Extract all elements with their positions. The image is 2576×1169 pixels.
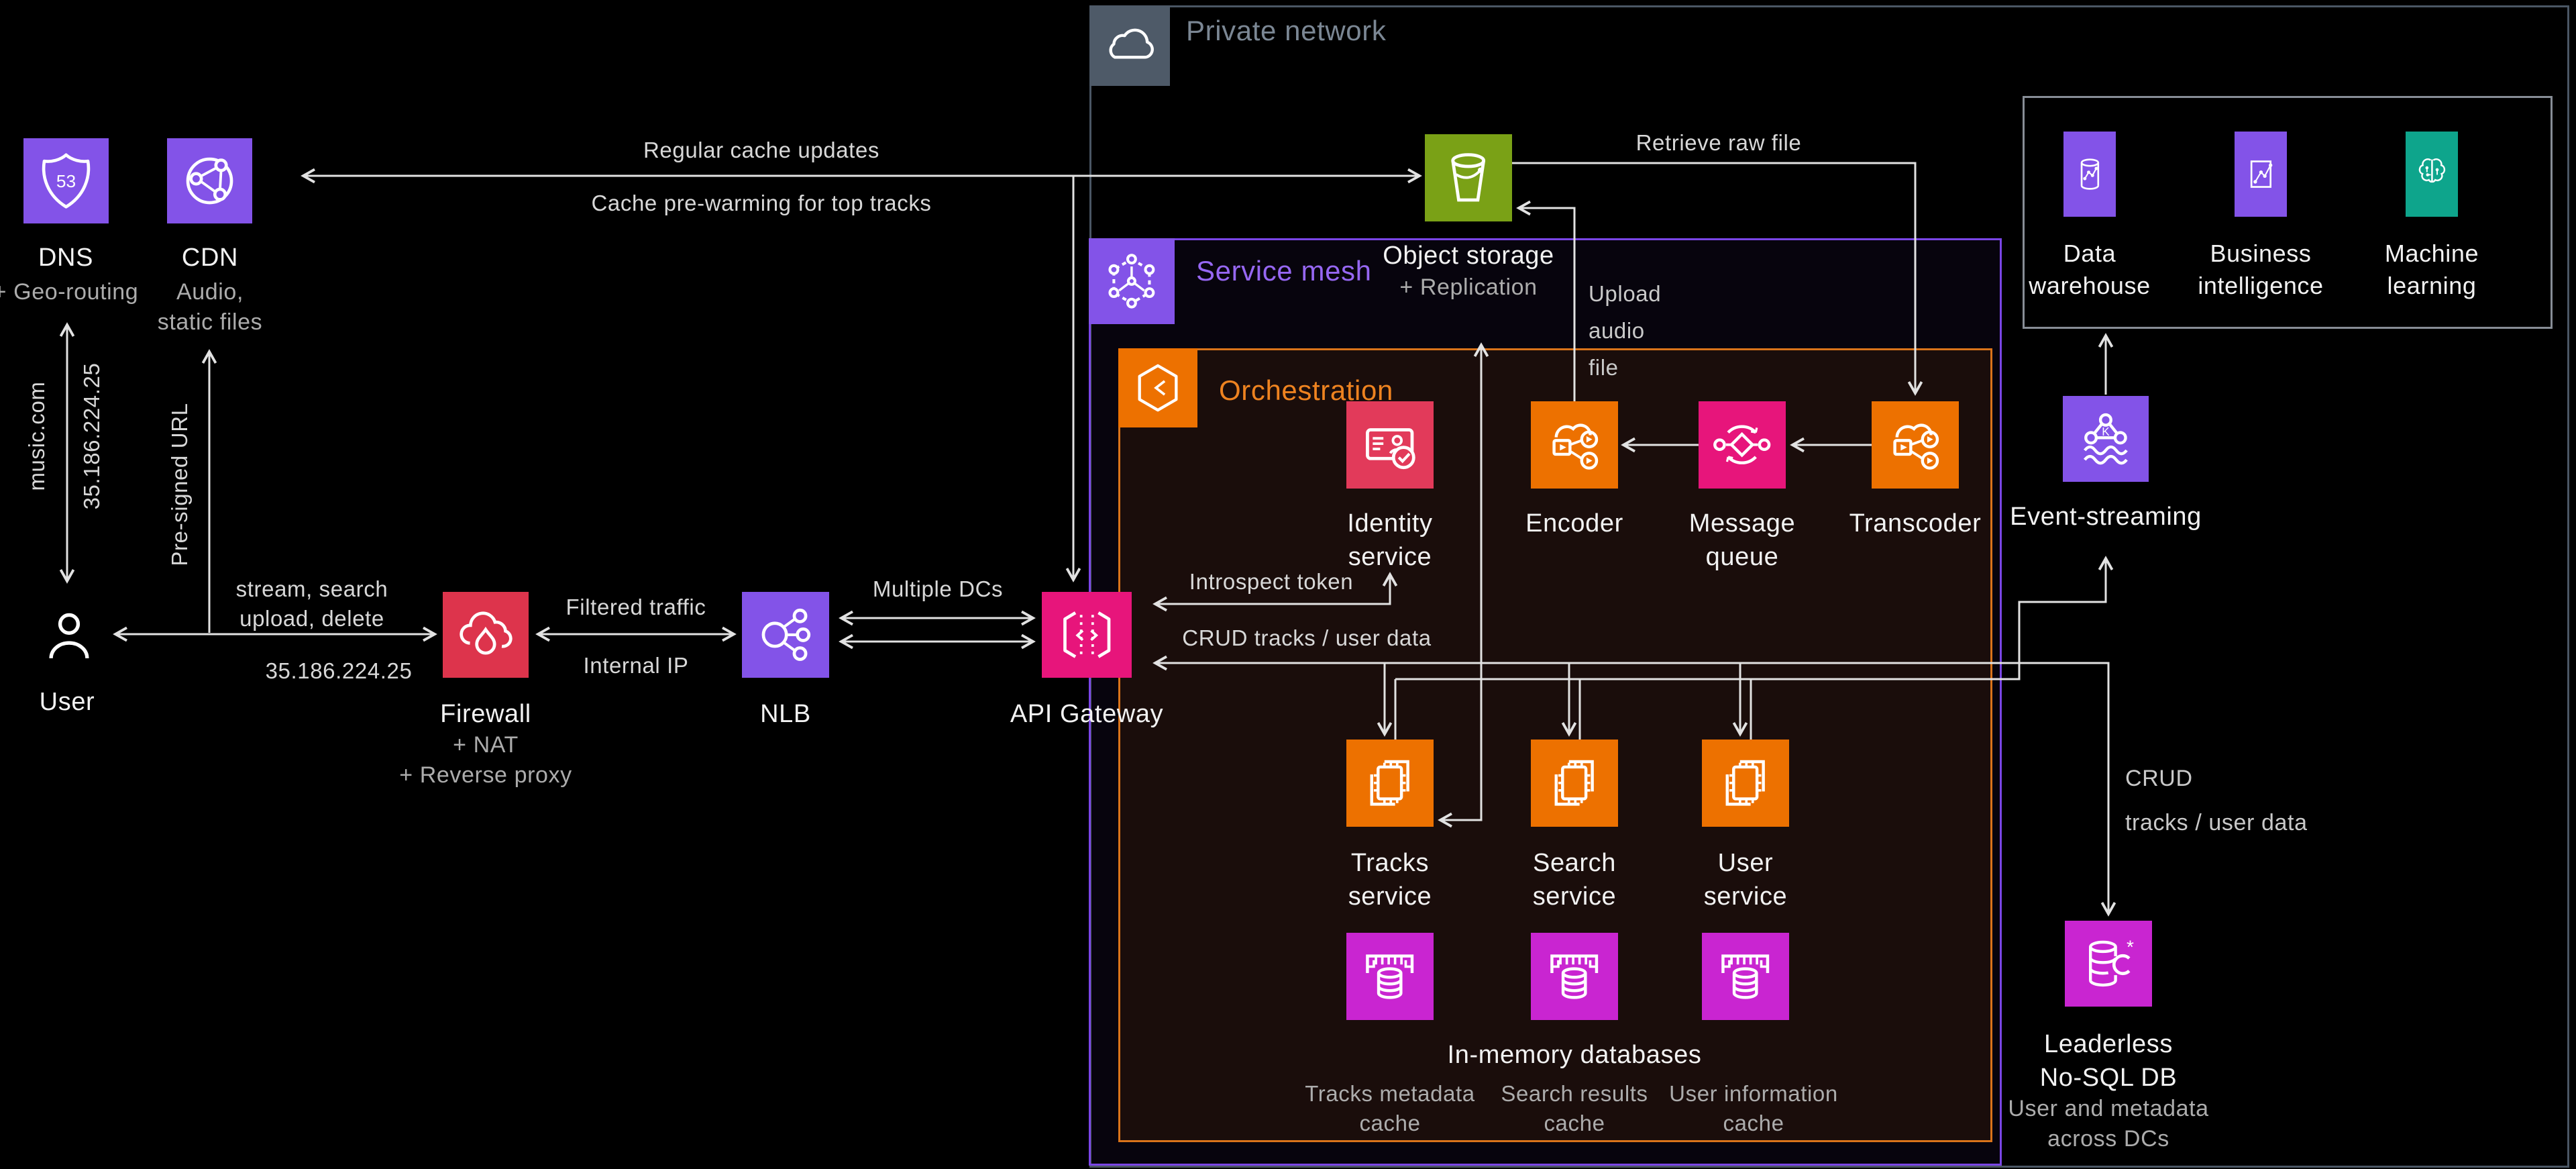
firewall-label: Firewall: [440, 700, 531, 728]
filtered-traffic-label: Filtered traffic: [566, 595, 706, 619]
analytics-group-boundary: [2023, 96, 2553, 329]
svg-text:53: 53: [56, 171, 76, 191]
cdn-sublabel: Audio, static files: [157, 278, 263, 335]
api-gateway-label: API Gateway: [1010, 700, 1164, 728]
ip-horizontal-label: 35.186.224.25: [265, 658, 413, 683]
service-mesh-header: Service mesh: [1196, 254, 1372, 287]
compute-chip-icon: [1346, 740, 1434, 827]
edge-apigw-identity-introspect: [1152, 572, 1398, 612]
transcoder-label: Transcoder: [1849, 509, 1982, 538]
dns-sublabel: + Geo-routing: [0, 278, 139, 305]
leaderless-nosql-db-sublabel: User and metadata across DCs: [2008, 1095, 2209, 1152]
media-encoder-icon: [1872, 401, 1959, 489]
message-queue-label: Message queue: [1688, 509, 1796, 571]
api-gateway-brackets-icon: [1042, 592, 1132, 678]
message-queue-arrows-icon: [1699, 401, 1786, 489]
ip-vertical-label: 35.186.224.25: [79, 362, 104, 510]
regular-cache-updates-label: Regular cache updates: [643, 138, 879, 162]
pre-signed-url-label: Pre-signed URL: [167, 403, 192, 566]
crud-tracks-user-data-label: CRUD tracks / user data: [1182, 625, 1432, 650]
introspect-token-label: Introspect token: [1189, 569, 1354, 594]
orchestration-hexagon-icon: [1118, 348, 1197, 427]
cdn-label: CDN: [181, 244, 239, 272]
edge-services-event-streaming: [1395, 556, 2114, 680]
cloud-icon: [1089, 5, 1170, 86]
db-analytics-cylinder-icon: [2063, 132, 2116, 217]
identity-service-label: Identity service: [1347, 509, 1433, 571]
svg-text:K: K: [2102, 425, 2110, 438]
tracks-cache-caption-label: Tracks metadata cache: [1305, 1081, 1475, 1135]
edge-tracks-bucket-replication: [1438, 342, 1489, 828]
retrieve-raw-file-label: Retrieve raw file: [1635, 130, 1802, 155]
tracks-service-label: Tracks service: [1348, 849, 1432, 911]
storage-bucket-icon: [1425, 134, 1512, 221]
memory-cache-db-icon: [1702, 933, 1789, 1020]
leaderless-nosql-db-label: Leaderless No-SQL DB: [2039, 1030, 2178, 1092]
media-encoder-icon: [1531, 401, 1618, 489]
user-service-label: User service: [1703, 849, 1788, 911]
multiple-dcs-label: Multiple DCs: [872, 576, 1004, 601]
search-service-label: Search service: [1532, 849, 1617, 911]
person-icon: [40, 594, 98, 681]
nlb-label: NLB: [760, 700, 811, 728]
firewall-cloud-flame-icon: [443, 592, 529, 678]
service-mesh-hex-icon: [1089, 238, 1175, 324]
dns-label: DNS: [38, 244, 94, 272]
user-label: User: [39, 688, 95, 716]
compute-chip-icon: [1531, 740, 1618, 827]
data-warehouse-label: Data warehouse: [2029, 240, 2151, 299]
event-streaming-label: Event-streaming: [2010, 503, 2202, 531]
upload-audio-file-label: Upload audio file: [1589, 281, 1662, 380]
music-com-label: music.com: [24, 381, 49, 491]
user-cache-caption-label: User information cache: [1669, 1081, 1838, 1135]
kafka-stream-icon: K: [2063, 396, 2149, 482]
cassandra-db-icon: *: [2065, 921, 2152, 1007]
svg-text:*: *: [2127, 936, 2134, 957]
edge-apigw-nosql-crud: [1152, 655, 2116, 917]
shield-53-icon: 53: [23, 138, 109, 223]
firewall-sublabel: + NAT + Reverse proxy: [399, 731, 572, 788]
encoder-label: Encoder: [1525, 509, 1623, 538]
orchestration-header: Orchestration: [1219, 374, 1393, 406]
business-intelligence-label: Business intelligence: [2198, 240, 2324, 299]
in-memory-title-label: In-memory databases: [1447, 1041, 1702, 1069]
edge-bucket-transcoder-retrieve: [1512, 162, 1923, 396]
object-storage-sublabel: + Replication: [1399, 274, 1538, 300]
crud-tracks-user-data-right-label: CRUD tracks / user data: [2125, 766, 2308, 835]
cache-pre-warming-label: Cache pre-warming for top tracks: [591, 191, 932, 215]
stream-search-upload-delete-label: stream, search upload, delete: [235, 576, 388, 631]
private-network-header: Private network: [1186, 14, 1387, 46]
globe-nodes-icon: [167, 138, 252, 223]
ml-brain-circuit-icon: [2406, 132, 2458, 217]
bi-chart-frame-icon: [2235, 132, 2287, 217]
object-storage-label: Object storage: [1383, 242, 1554, 270]
load-balancer-icon: [742, 592, 829, 678]
search-cache-caption-label: Search results cache: [1501, 1081, 1648, 1135]
machine-learning-label: Machine learning: [2384, 240, 2479, 299]
internal-ip-label: Internal IP: [583, 653, 689, 678]
memory-cache-db-icon: [1346, 933, 1434, 1020]
memory-cache-db-icon: [1531, 933, 1618, 1020]
edge-encoder-bucket-upload: [1516, 200, 1576, 401]
compute-chip-icon: [1702, 740, 1789, 827]
id-card-check-icon: [1346, 401, 1434, 489]
